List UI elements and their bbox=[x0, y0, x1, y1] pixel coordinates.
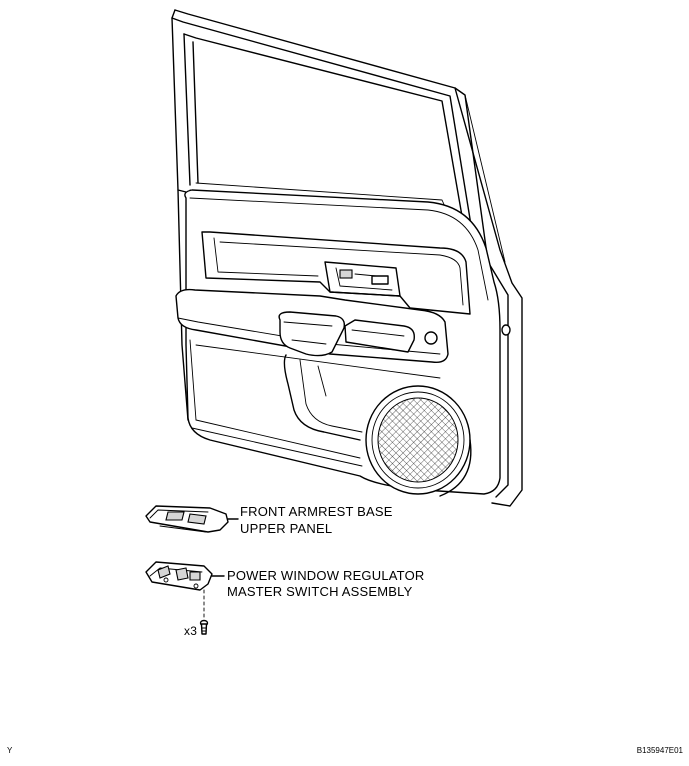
door-frame bbox=[171, 9, 523, 507]
armrest-base-upper-panel bbox=[145, 505, 239, 533]
switch-label-line2: MASTER SWITCH ASSEMBLY bbox=[227, 584, 413, 599]
armrest-label-line1: FRONT ARMREST BASE bbox=[240, 504, 393, 519]
screw bbox=[199, 619, 209, 635]
speaker-grille bbox=[365, 385, 472, 497]
mount-hole bbox=[501, 324, 511, 336]
screw-count-label: x3 bbox=[184, 624, 198, 638]
master-switch-assembly bbox=[145, 561, 225, 619]
armrest-cavity bbox=[278, 311, 346, 357]
armrest-label-line2: UPPER PANEL bbox=[240, 521, 333, 536]
courtesy-light bbox=[424, 331, 438, 345]
pull-handle-pocket bbox=[344, 319, 415, 353]
inside-handle bbox=[324, 261, 401, 297]
corner-mark: Y bbox=[7, 746, 13, 755]
figure-code: B135947E01 bbox=[636, 746, 683, 755]
switch-label-line1: POWER WINDOW REGULATOR bbox=[227, 568, 425, 583]
